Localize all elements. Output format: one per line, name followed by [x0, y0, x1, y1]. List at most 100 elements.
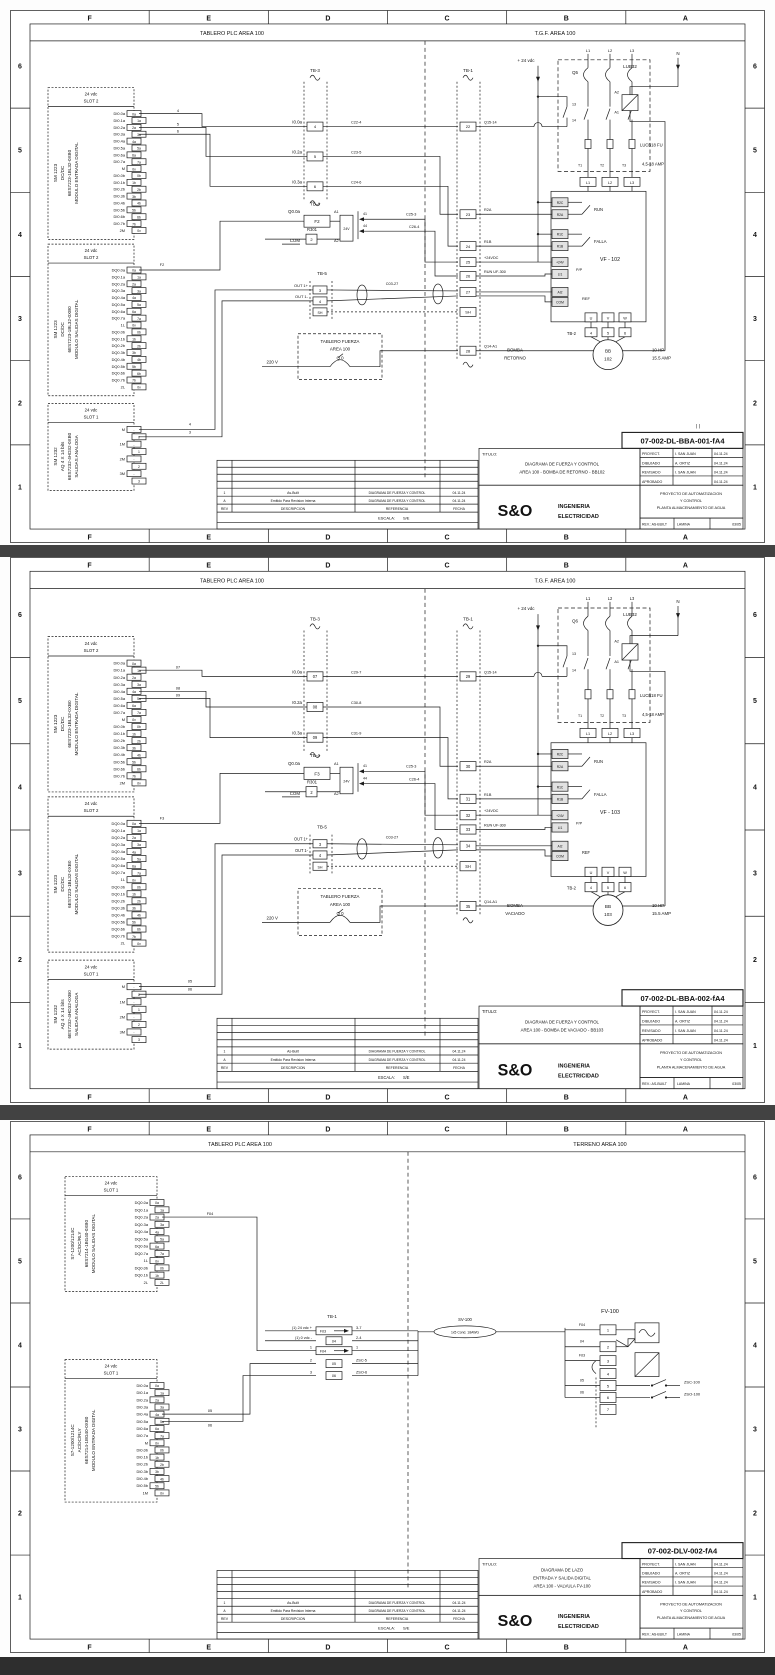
pin-terminal [131, 765, 147, 773]
symbol [583, 67, 589, 83]
motor-tag: 102 [604, 357, 612, 362]
pin-terminal [126, 772, 142, 780]
cable-tag: C03-27 [386, 836, 398, 840]
pin-name: DQ0.2b [112, 343, 125, 348]
coil-terminal: A1 [334, 210, 339, 214]
fuse-terminal: T3 [622, 714, 626, 718]
vfd-terminal-label: LI1 [558, 273, 563, 277]
motor-name: BOMBA [507, 903, 523, 908]
grid-row-number: 3 [18, 871, 22, 878]
rev-ref: DIAGRAMA DE FUERZA Y CONTROL [369, 1601, 426, 1605]
people-name: A. ORTIZ [675, 461, 691, 465]
pin-terminal-label: - [133, 428, 134, 432]
pin-terminal-label: 1b [132, 892, 136, 896]
module-volt: 24 vdc [105, 1364, 118, 1369]
project-line: PROYECTO DE AUTOMATIZACION [660, 1602, 722, 1606]
fuse-symbol [628, 139, 636, 149]
wire-number: 05 [208, 1409, 212, 1413]
motor-name: BOMBA [507, 348, 523, 353]
wire [139, 300, 313, 438]
wire [538, 96, 568, 107]
pin-terminal-label: 4b [137, 358, 141, 362]
pin-name: M [122, 427, 125, 432]
pin-terminal [154, 1489, 170, 1497]
pin-terminal [131, 328, 147, 336]
valve-terminal-number: 6 [607, 1395, 610, 1400]
pin-terminal [131, 227, 147, 234]
module-slot: SLOT 1 [84, 971, 99, 976]
pin-terminal-label: 2b [160, 1463, 164, 1467]
symbol [583, 615, 589, 631]
fuse-symbol [584, 139, 592, 149]
wire-number: 06 [580, 1390, 584, 1394]
pin-terminal [126, 716, 142, 723]
pin-terminal-label: 7a [137, 871, 141, 875]
grid-row-number: 2 [18, 957, 22, 964]
wire [621, 643, 639, 661]
pin-name: 2M [120, 1014, 125, 1019]
aux-contact-number: 14 [572, 119, 576, 123]
module-side-label: 6ES7214-1BG40-0XB0 [84, 1416, 89, 1464]
phase-label: L2 [608, 596, 613, 601]
vfd-terminal [551, 297, 569, 307]
module-side-label: MODULO SALIDAS DIGITAL [74, 853, 79, 914]
pin-name: DQ0.0b [112, 884, 126, 889]
grid-row-number: 6 [18, 1174, 22, 1181]
pin-name: DQ0.0a [135, 1200, 149, 1205]
cable-tag: C03-27 [386, 282, 398, 286]
escala-value: S/E [403, 1075, 410, 1080]
pin-terminal-label: 0a [155, 1384, 159, 1388]
wire [651, 1379, 667, 1386]
vfd-terminal-label: R2C [557, 201, 564, 205]
pin-terminal [126, 280, 142, 288]
pin-terminal-label: 0v [160, 1492, 164, 1496]
rev-strip [639, 1077, 744, 1090]
vfd-terminal-label: R2A [557, 765, 564, 769]
wire-tag: R1B [484, 793, 492, 797]
pin-name: DI0.0b [137, 1447, 148, 1452]
pin-name: DQ0.3b [112, 350, 125, 355]
symbol [591, 1360, 597, 1374]
grid-col-letter: E [206, 1645, 211, 1652]
tb-terminal-number: 27 [466, 290, 471, 295]
pin-name: DQ0.7b [112, 934, 126, 939]
module-side-label: 6ES7223-1BL32-0XB0 [67, 306, 72, 353]
pin-terminal-label: 1 [138, 450, 140, 454]
cable-tag: C25-3 [406, 765, 416, 769]
pin-terminal [154, 1235, 170, 1243]
tb-terminal-number: 30 [466, 764, 471, 769]
pin-terminal [149, 1242, 165, 1250]
pin-name: DI0.5a [114, 696, 126, 701]
module-slot: SLOT 1 [84, 414, 99, 419]
signal-tag: OUT 1+ [294, 283, 309, 288]
arrow-down-icon [536, 76, 540, 82]
grid-row-number: 2 [18, 400, 22, 407]
shield-icon [432, 837, 444, 859]
pin-name: DQ0.4b [112, 357, 125, 362]
pin-terminal-label: 1a [160, 1208, 164, 1212]
pin-name: DQ0.0a [112, 268, 126, 273]
wire [627, 1338, 635, 1347]
vfd-terminal [551, 810, 569, 821]
box [339, 214, 354, 242]
pin-terminal [131, 301, 147, 308]
pin-terminal-label: 0a [132, 822, 136, 826]
pin-name: DQ0.2a [112, 281, 126, 286]
pin-terminal-label: 7b [132, 775, 136, 779]
module-slot: SLOT 2 [84, 99, 99, 104]
pin-terminal-label: 2 [138, 465, 140, 469]
grid-row-number: 2 [753, 400, 757, 407]
grid-col-letter: D [325, 1126, 330, 1133]
rev-h: FECHA [453, 1617, 466, 1621]
pin-terminal-label: 6b [137, 767, 141, 771]
wire [364, 783, 458, 830]
fuse-terminal: T2 [600, 163, 604, 167]
grid-col-letter: F [87, 1645, 91, 1652]
pin-name: DQ0.4b [112, 912, 126, 917]
pin-terminal [126, 470, 142, 477]
pin-terminal [131, 369, 147, 377]
pin-terminal-label: 0v [155, 1259, 159, 1263]
pin-terminal [131, 172, 147, 179]
vfd-terminal [551, 840, 569, 851]
